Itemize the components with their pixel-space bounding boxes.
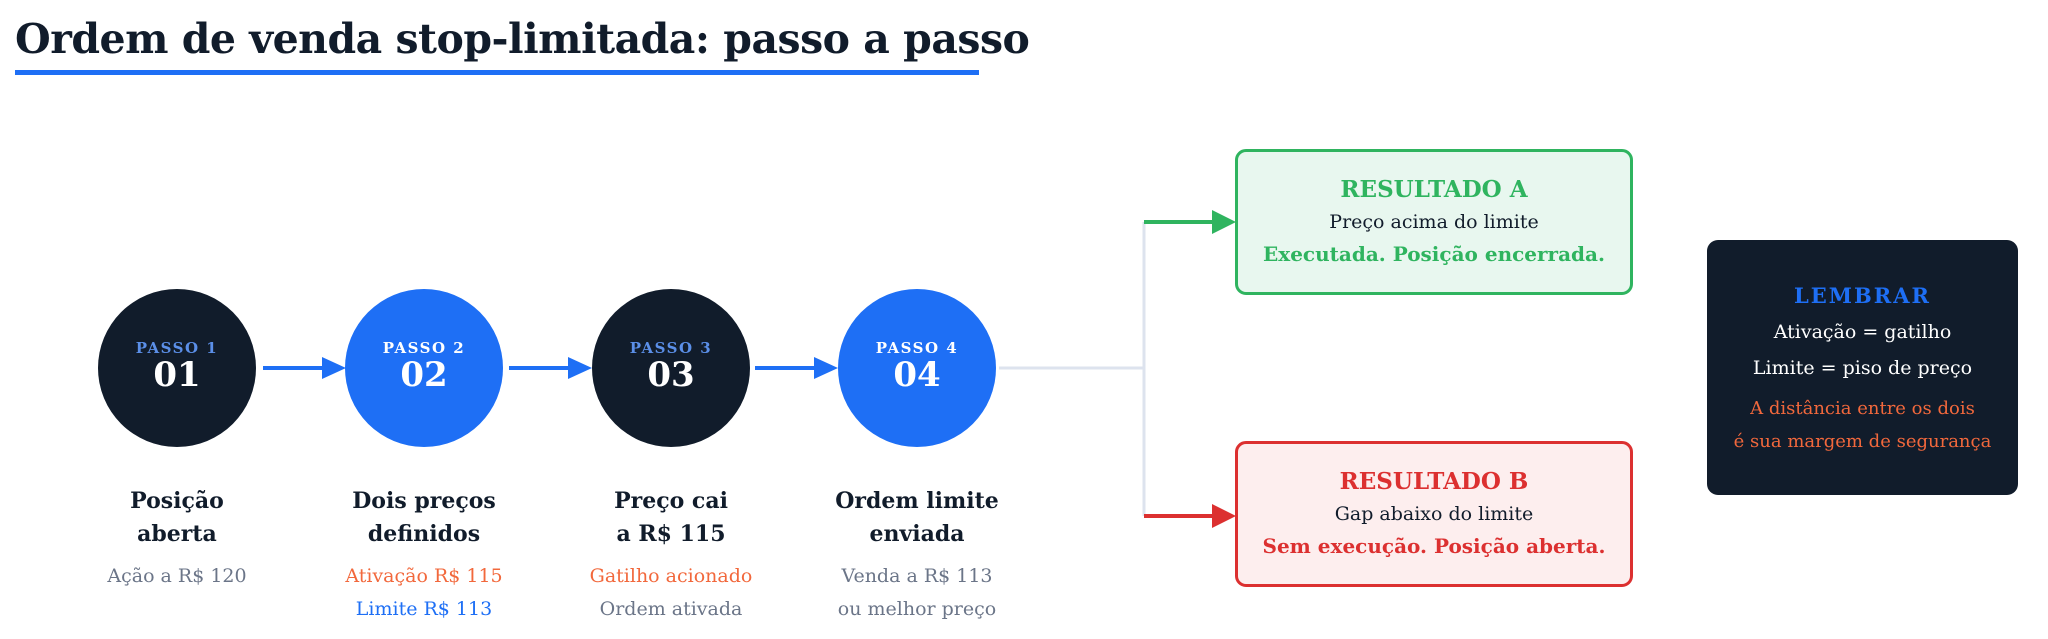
branch-connector	[999, 222, 1146, 516]
step-1-detail: Ação a R$ 120	[107, 565, 247, 587]
step-3-title-line: a R$ 115	[616, 521, 726, 547]
remember-note: A distância entre os dois	[1750, 397, 1975, 419]
arrow-step2-to-step3	[509, 357, 592, 379]
arrow-step1-to-step2	[263, 357, 346, 379]
step-2-circle: PASSO 2 02	[345, 289, 503, 447]
step-1-title-line: aberta	[137, 521, 217, 547]
step-2-detail-activation: Ativação R$ 115	[345, 565, 503, 587]
arrow-to-result-b	[1144, 504, 1236, 528]
step-1-text: Posição aberta Ação a R$ 120	[67, 485, 287, 593]
step-2-text: Dois preços definidos Ativação R$ 115 Li…	[314, 485, 534, 626]
step-3-kicker: PASSO 3	[629, 339, 713, 357]
step-2-kicker: PASSO 2	[382, 339, 466, 357]
result-b-box: RESULTADO B Gap abaixo do limite Sem exe…	[1235, 441, 1633, 587]
page-title: Ordem de venda stop-limitada: passo a pa…	[15, 15, 1030, 63]
step-4-title-line: enviada	[869, 521, 965, 547]
step-2-title-line: definidos	[367, 521, 481, 547]
step-3-circle: PASSO 3 03	[592, 289, 750, 447]
result-a-outcome: Executada. Posição encerrada.	[1263, 242, 1605, 266]
arrow-step3-to-step4	[755, 357, 838, 379]
step-2-number: 02	[400, 355, 448, 395]
result-a-heading: RESULTADO A	[1340, 176, 1528, 203]
remember-line-activation: Ativação = gatilho	[1773, 320, 1952, 343]
step-1-number: 01	[153, 355, 201, 395]
result-a-condition: Preço acima do limite	[1329, 211, 1539, 233]
step-4-text: Ordem limite enviada Venda a R$ 113 ou m…	[807, 485, 1027, 626]
step-1-kicker: PASSO 1	[135, 339, 219, 357]
step-1-title-line: Posição	[130, 488, 224, 514]
title-underline	[15, 70, 979, 75]
step-4-detail: Venda a R$ 113	[841, 565, 993, 587]
step-4-number: 04	[893, 355, 941, 395]
remember-line-limit: Limite = piso de preço	[1752, 356, 1973, 379]
remember-heading: LEMBRAR	[1794, 282, 1931, 308]
result-b-condition: Gap abaixo do limite	[1334, 503, 1534, 525]
step-4-detail: ou melhor preço	[837, 598, 997, 620]
step-3-detail-trigger: Gatilho acionado	[589, 565, 753, 587]
remember-box: LEMBRAR Ativação = gatilho Limite = piso…	[1707, 240, 2018, 495]
step-3-number: 03	[647, 355, 695, 395]
arrow-to-result-a	[1144, 210, 1236, 234]
result-b-outcome: Sem execução. Posição aberta.	[1262, 534, 1606, 558]
step-1-circle: PASSO 1 01	[98, 289, 256, 447]
step-4-circle: PASSO 4 04	[838, 289, 996, 447]
step-2-title-line: Dois preços	[352, 488, 496, 514]
step-4-title-line: Ordem limite	[835, 488, 999, 514]
result-a-box: RESULTADO A Preço acima do limite Execut…	[1235, 149, 1633, 295]
remember-note: é sua margem de segurança	[1733, 430, 1992, 452]
step-3-detail-activated: Ordem ativada	[599, 598, 743, 620]
step-2-detail-limit: Limite R$ 113	[355, 598, 493, 620]
step-4-kicker: PASSO 4	[875, 339, 959, 357]
result-b-heading: RESULTADO B	[1339, 468, 1529, 495]
step-3-title-line: Preço cai	[614, 488, 728, 514]
step-3-text: Preço cai a R$ 115 Gatilho acionado Orde…	[561, 485, 781, 626]
